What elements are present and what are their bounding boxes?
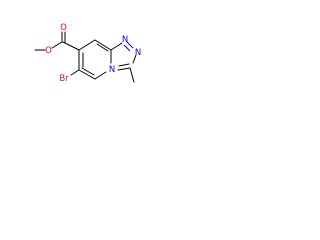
bond-ring-n2-c3 [132,54,137,64]
bond-ring-c8-c8a-double [96,43,109,52]
nn-bond-group [123,41,134,52]
bond-ring-n4-c5 [94,71,107,80]
molecule-structure: O O Br N N N [34,23,141,84]
bond-ring-c3-n4 [117,67,131,71]
atom-label-br: Br [59,74,69,84]
bond-group [34,31,137,83]
bond-c-ring [62,41,80,51]
bond-ring-c8-c8a [94,39,112,51]
bond-c6-br [70,69,80,76]
bond-ring-c5-c6-double [81,67,95,76]
bond-n1-n2 [126,41,134,49]
atom-label-n2: N [135,48,141,58]
atom-label-o-carbonyl: O [60,23,67,33]
atom-label-o-ester: O [45,46,52,56]
bond-c3-methyl [129,67,135,83]
atom-label-n1: N [122,35,128,45]
bond-ester-o-c [51,41,63,49]
structure-canvas: O O Br N N N [0,0,152,152]
bond-ring-c8a-n1 [110,42,123,51]
bond-ring-c3-n4-double [118,63,130,67]
bond-n1-n2-double [123,44,131,52]
bond-ring-c7-c8 [78,39,96,51]
atom-label-n-bridge: N [109,65,115,75]
bond-ring-c5-c6 [78,69,96,80]
